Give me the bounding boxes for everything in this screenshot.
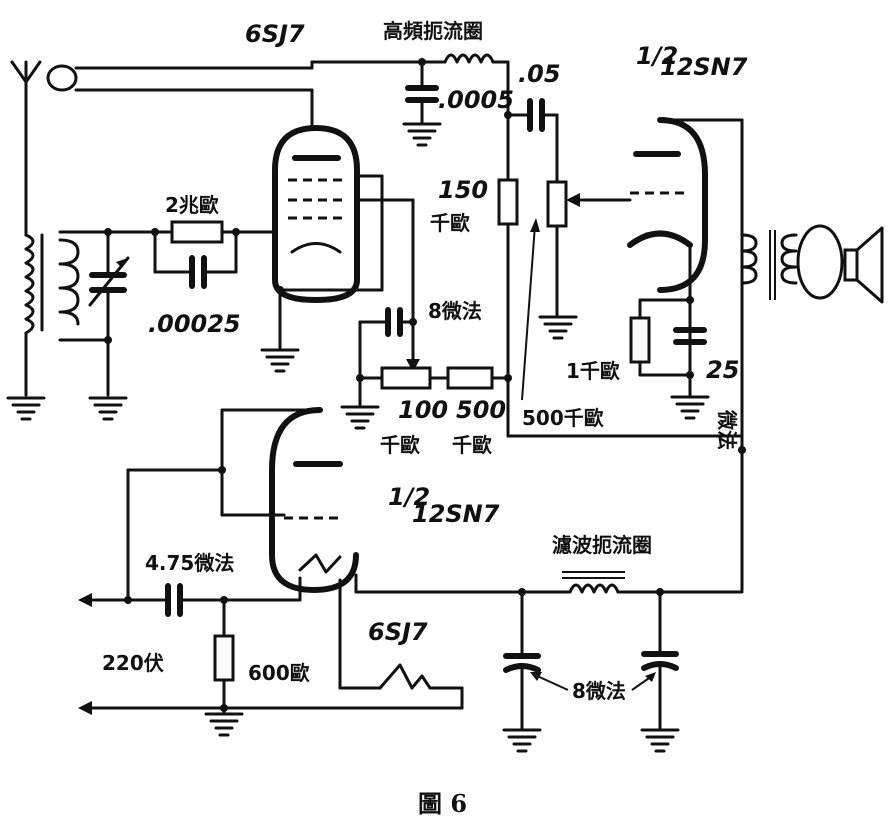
ground-6sj7 [260, 348, 300, 373]
speaker [843, 226, 884, 304]
ground-antenna [6, 396, 46, 421]
label-cap-25-val: 25 [706, 356, 739, 384]
antenna-coupling-loop [46, 64, 314, 130]
label-filter-choke: 濾波扼流圈 [552, 533, 652, 557]
line-input [78, 576, 464, 715]
label-220v: 220伏 [102, 651, 164, 675]
label-6sj7-top: 6SJ7 [245, 20, 305, 48]
label-6sj7-heater: 6SJ7 [368, 618, 428, 646]
ground-tuning [88, 396, 128, 421]
figure-caption: 圖 6 [418, 789, 467, 818]
label-res-100k-unit: 千歐 [380, 433, 420, 457]
decoupling-network [340, 198, 510, 430]
filter-cap-left [502, 590, 542, 753]
label-12sn7-bot: 12SN7 [412, 500, 500, 528]
res-600 [204, 598, 244, 737]
label-cap-05: .05 [518, 60, 561, 88]
label-res-600: 600歐 [248, 661, 310, 685]
output-transformer [740, 224, 844, 300]
label-12sn7-bot-frac: 1/2 [388, 483, 430, 511]
tuned-coil [58, 230, 110, 342]
label-cap-475: 4.75微法 [145, 551, 234, 575]
label-res-2meg: 2兆歐 [165, 193, 219, 217]
label-cap-8uf: 8微法 [428, 299, 482, 323]
label-cap-25-unit: 微法 [715, 409, 739, 450]
label-filter-caps: 8微法 [572, 679, 626, 703]
label-cap-00025: .00025 [148, 310, 241, 338]
variable-capacitor [88, 228, 130, 397]
filter-choke [518, 571, 744, 596]
label-cap-0005: .0005 [438, 86, 514, 114]
res-150k [497, 113, 519, 438]
cap-05 [504, 98, 559, 184]
b-plus-rail [506, 434, 746, 592]
tube-6sj7 [272, 124, 415, 350]
volume-pot [521, 180, 632, 401]
label-res-100k-val: 100 [398, 396, 448, 424]
cathode-bias [629, 296, 710, 420]
label-res-1k: 1千歐 [566, 359, 620, 383]
label-res-500k: 500千歐 [522, 406, 604, 430]
cap-0005 [402, 60, 442, 147]
label-12sn7-top: 12SN7 [660, 53, 748, 81]
label-res-150k-unit: 千歐 [430, 211, 470, 235]
grid-leak-network [106, 220, 274, 289]
label-12sn7-top-frac: 1/2 [636, 42, 678, 70]
tube-12sn7-rectifier [126, 407, 524, 602]
filter-cap-right [530, 590, 680, 753]
antenna [10, 60, 42, 237]
tube-12sn7-output [627, 117, 744, 452]
antenna-coil [24, 233, 44, 397]
label-res-500-val: 500 [456, 396, 506, 424]
label-res-150k-val: 150 [438, 176, 488, 204]
label-res-500-unit: 千歐 [452, 433, 492, 457]
label-rf-choke: 高頻扼流圈 [383, 19, 483, 43]
heater-6sj7 [338, 578, 464, 690]
